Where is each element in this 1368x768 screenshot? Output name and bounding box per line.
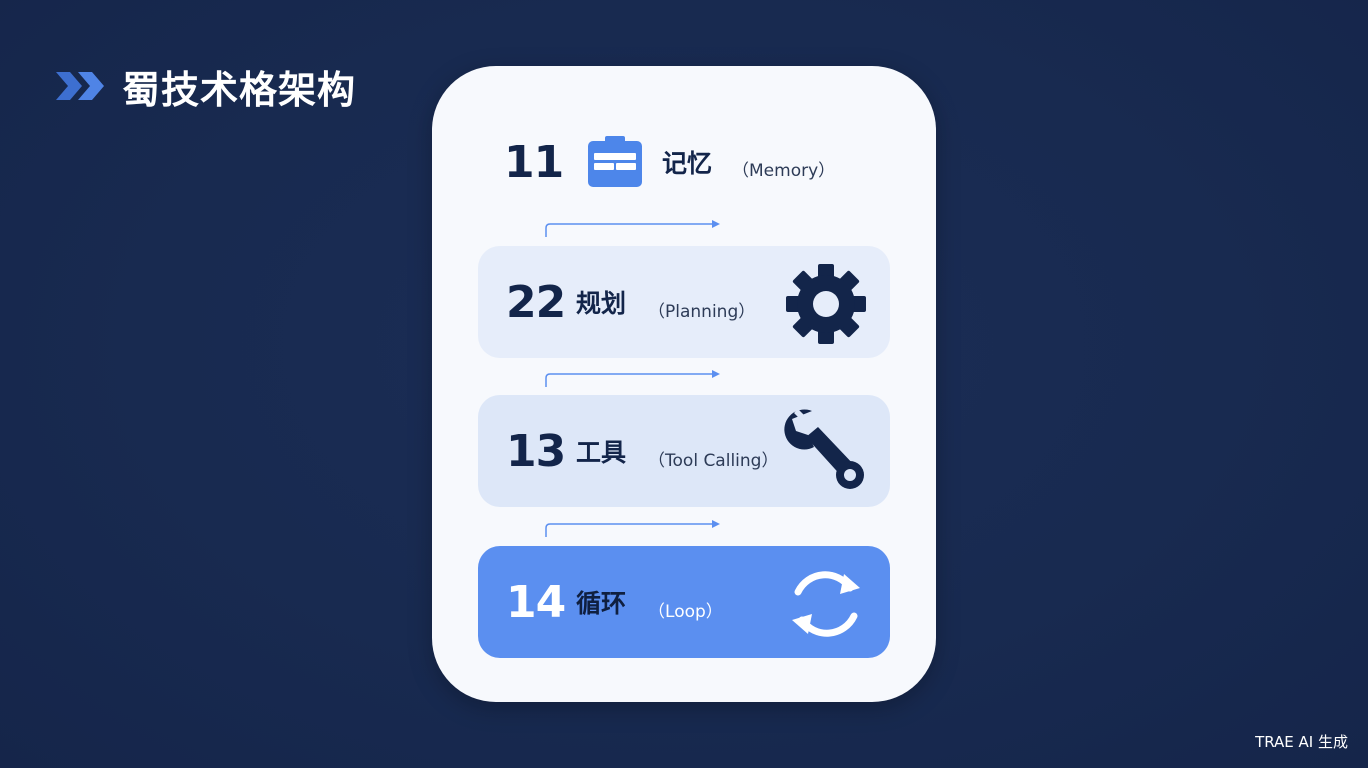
item-label-en: （Tool Calling） (648, 450, 779, 471)
connector-arrow-icon (545, 220, 720, 237)
memory-icon (588, 136, 642, 187)
item-planning: 22 规划 （Planning） (478, 246, 890, 358)
watermark: TRAE AI 生成 (1255, 733, 1348, 751)
item-tool-calling: 13 工具 （Tool Calling） (478, 395, 890, 507)
item-label-en: （Loop） (648, 601, 723, 622)
connector-arrow-icon (545, 520, 720, 537)
item-label-en: （Planning） (648, 301, 756, 322)
loop-icon (792, 571, 860, 637)
item-label-cn: 工具 (576, 438, 627, 467)
item-loop: 14 循环 （Loop） (478, 546, 890, 658)
gear-icon (786, 264, 866, 344)
item-label-en: （Memory） (732, 160, 836, 181)
item-number: 11 (504, 136, 564, 188)
double-chevron-icon (56, 72, 104, 100)
item-memory: 11 记忆 （Memory） (478, 106, 890, 218)
header: 蜀技术格架构 (56, 58, 356, 114)
item-label-cn: 规划 (576, 289, 627, 318)
item-label-cn: 循环 (576, 589, 627, 618)
page-title: 蜀技术格架构 (122, 67, 357, 112)
wrench-icon (784, 409, 864, 489)
item-number: 22 (506, 276, 566, 328)
item-number: 14 (506, 576, 566, 628)
item-label-cn: 记忆 (662, 149, 713, 178)
connector-arrow-icon (545, 370, 720, 387)
architecture-card: 11 记忆 （Memory） 22 规划 （Planning） (432, 66, 936, 702)
item-number: 13 (506, 425, 566, 477)
